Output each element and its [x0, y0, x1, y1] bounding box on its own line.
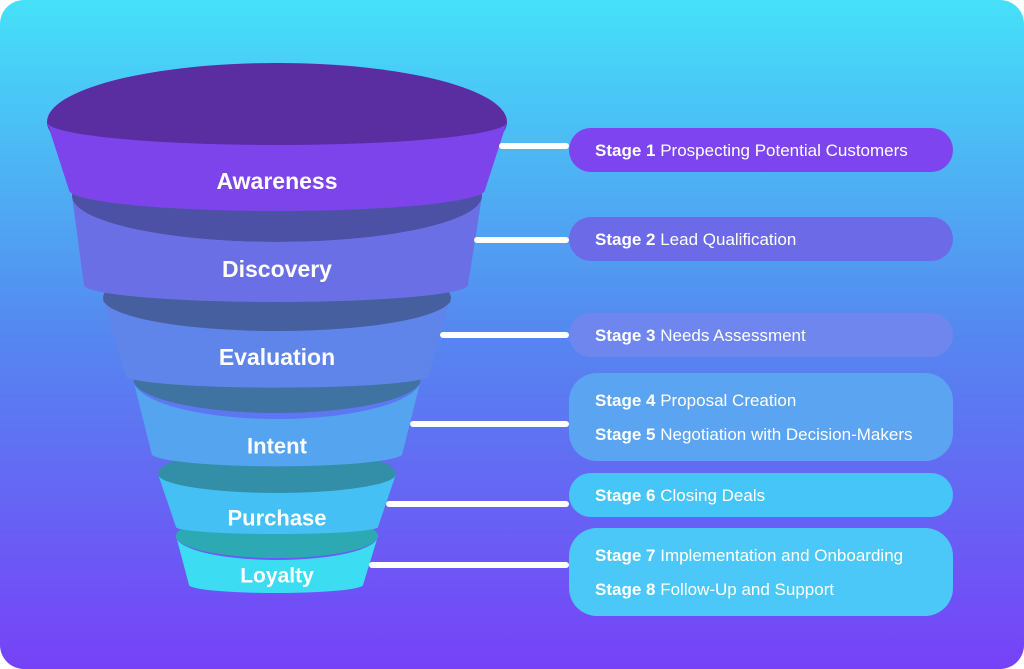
- stage-description: Lead Qualification: [660, 229, 797, 249]
- callout-stage-4-5: Stage 4 Proposal Creation Stage 5 Negoti…: [569, 373, 953, 461]
- funnel-band-discovery: [72, 196, 482, 302]
- stage-number-label: Stage 1: [595, 140, 656, 160]
- stage-description: Follow-Up and Support: [660, 579, 835, 599]
- stage-number-label: Stage 8: [595, 579, 656, 599]
- callout-line: Stage 3 Needs Assessment: [595, 325, 953, 346]
- callout-line: Stage 4 Proposal Creation: [595, 390, 953, 411]
- callout-stage-1: Stage 1 Prospecting Potential Customers: [569, 128, 953, 172]
- stage-description: Prospecting Potential Customers: [660, 140, 908, 160]
- stage-description: Closing Deals: [660, 485, 766, 505]
- callout-line: Stage 8 Follow-Up and Support: [595, 579, 953, 600]
- funnel-band-purchase: [158, 474, 396, 534]
- stage-description: Needs Assessment: [660, 325, 806, 345]
- connector-line-stage-7-8: [369, 562, 569, 568]
- callout-line: Stage 5 Negotiation with Decision-Makers: [595, 424, 953, 445]
- funnel-band-intent: [133, 379, 421, 467]
- stage-description: Implementation and Onboarding: [660, 545, 904, 565]
- funnel-diagram: Awareness Discovery Evaluation Intent Pu…: [47, 63, 507, 593]
- connector-line-stage-1: [499, 143, 569, 149]
- funnel-label-loyalty: Loyalty: [240, 565, 314, 588]
- callout-line: Stage 6 Closing Deals: [595, 485, 953, 506]
- callout-stage-7-8: Stage 7 Implementation and Onboarding St…: [569, 528, 953, 616]
- connector-line-stage-6: [386, 501, 569, 507]
- funnel-label-evaluation: Evaluation: [219, 344, 335, 370]
- connector-line-stage-2: [474, 237, 569, 243]
- callout-stage-3: Stage 3 Needs Assessment: [569, 313, 953, 357]
- connector-line-stage-3: [440, 332, 569, 338]
- stage-number-label: Stage 6: [595, 485, 656, 505]
- callout-stage-6: Stage 6 Closing Deals: [569, 473, 953, 517]
- stage-description: Proposal Creation: [660, 390, 797, 410]
- funnel-label-awareness: Awareness: [216, 168, 337, 194]
- funnel-band-loyalty: [176, 536, 378, 593]
- funnel-label-purchase: Purchase: [227, 506, 326, 531]
- stage-number-label: Stage 3: [595, 325, 656, 345]
- callout-line: Stage 7 Implementation and Onboarding: [595, 545, 953, 566]
- stage-number-label: Stage 7: [595, 545, 656, 565]
- callout-line: Stage 2 Lead Qualification: [595, 229, 953, 250]
- connector-line-stage-4-5: [410, 421, 569, 427]
- funnel-label-intent: Intent: [247, 434, 308, 459]
- funnel-band-evaluation: [103, 298, 451, 388]
- funnel-band-awareness: [47, 122, 507, 211]
- funnel-label-discovery: Discovery: [222, 256, 332, 282]
- stage-number-label: Stage 5: [595, 424, 656, 444]
- callout-stage-2: Stage 2 Lead Qualification: [569, 217, 953, 261]
- stage-description: Negotiation with Decision-Makers: [660, 424, 913, 444]
- callout-line: Stage 1 Prospecting Potential Customers: [595, 140, 953, 161]
- stage-number-label: Stage 2: [595, 229, 656, 249]
- stage-number-label: Stage 4: [595, 390, 656, 410]
